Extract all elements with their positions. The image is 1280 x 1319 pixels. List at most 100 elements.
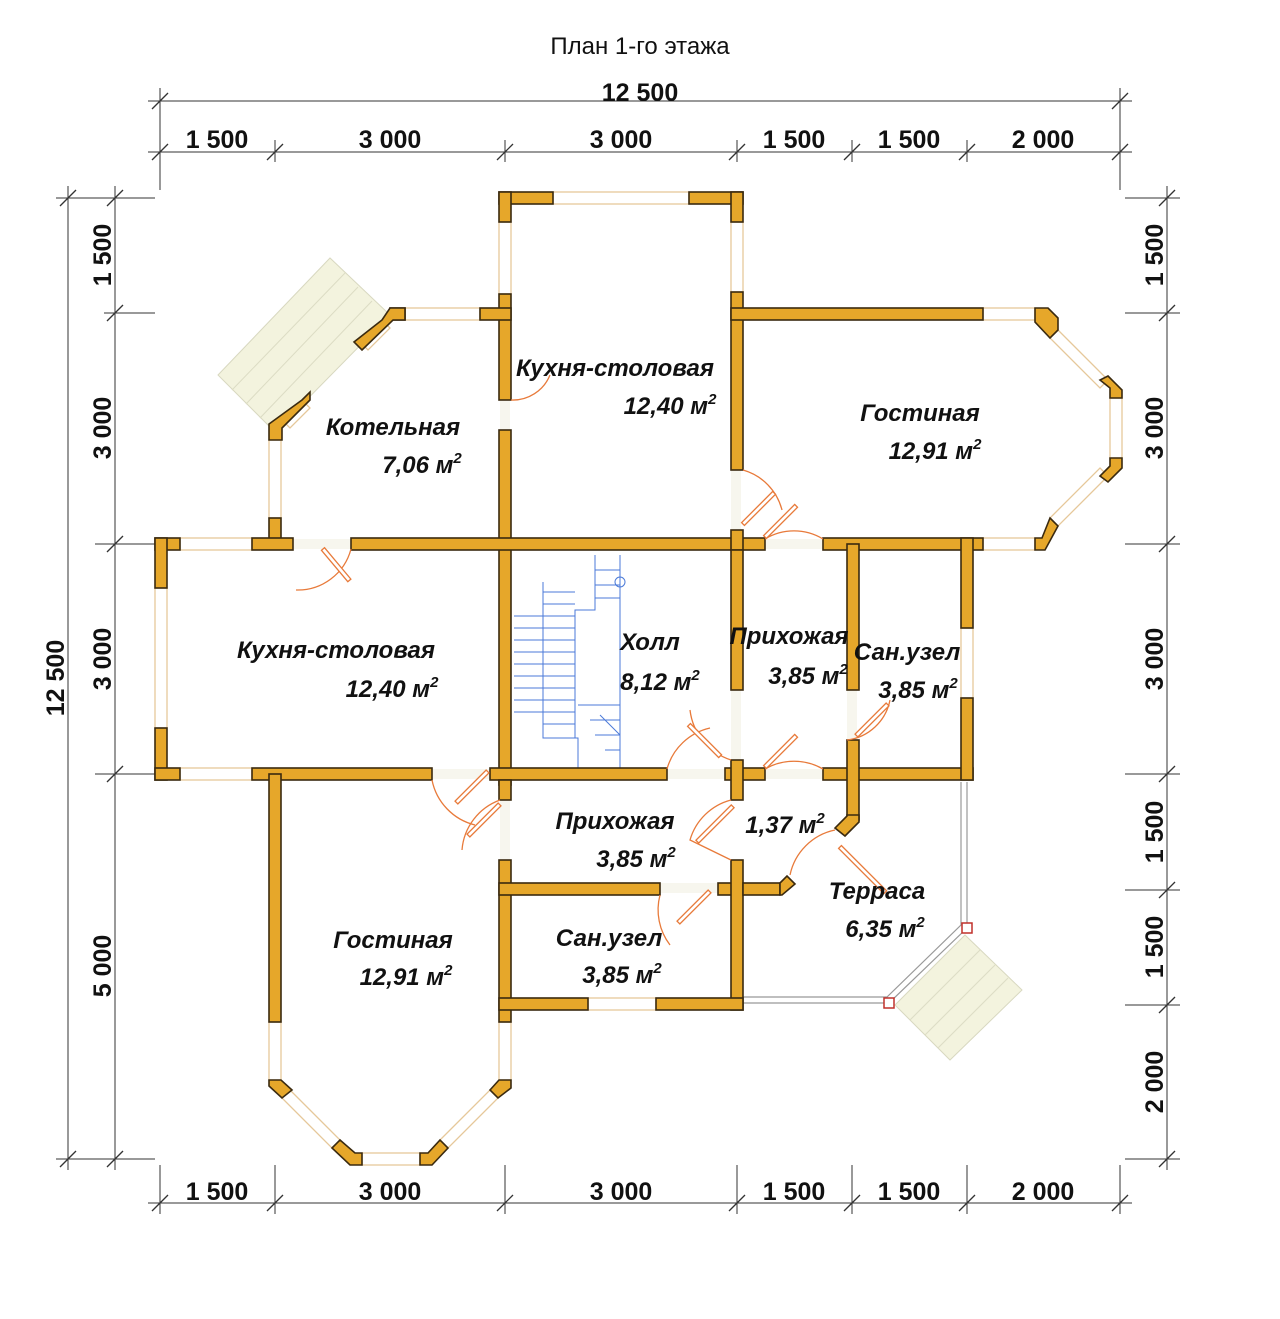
room-boiler: Котельная 7,06 м2 [326, 414, 463, 479]
wall-segment [352, 307, 406, 352]
wall-segment [822, 767, 974, 781]
room-area: 3,85 м [878, 677, 949, 704]
area-superscript: 2 [690, 667, 700, 684]
right-dimension-5: 1 500 [1141, 916, 1169, 979]
room-name: Котельная [326, 414, 460, 441]
wall-segment [779, 874, 797, 896]
bottom-dimension-4: 1 500 [763, 1178, 826, 1206]
wall-segment [730, 191, 744, 223]
room-area: 12,91 м [360, 964, 445, 991]
terrace-steps [894, 934, 1023, 1061]
right-dimension-3: 3 000 [1141, 628, 1169, 691]
right-dimensions: 1 500 3 000 3 000 1 500 1 500 2 000 [1125, 186, 1180, 1170]
wall-segment [154, 537, 168, 589]
top-dimension-5: 1 500 [878, 126, 941, 154]
top-dimensions: 12 500 1 500 3 000 3 000 1 500 1 500 2 0… [148, 79, 1132, 190]
room-name: Гостиная [860, 400, 980, 427]
porches [217, 257, 1023, 1061]
wall-segment [154, 767, 181, 781]
terrace-post-right [961, 922, 973, 934]
room-terrace: Терраса 6,35 м2 [829, 878, 926, 943]
walls [154, 191, 1123, 1166]
area-superscript: 2 [972, 436, 982, 453]
svg-text:1,37 м2: 1,37 м2 [745, 810, 825, 839]
room-bathroom-upper: Сан.узел 3,85 м2 [854, 639, 961, 704]
bottom-dimension-3: 3 000 [590, 1178, 653, 1206]
svg-text:3,85 м2: 3,85 м2 [596, 844, 676, 873]
bottom-dimension-1: 1 500 [186, 1178, 249, 1206]
top-dimension-6: 2 000 [1012, 126, 1075, 154]
plan-title: План 1-го этажа [550, 33, 730, 60]
room-hallway-lower: Прихожая 3,85 м2 [555, 808, 676, 873]
wall-segment [419, 1138, 450, 1166]
room-kitchen-left: Кухня-столовая 12,40 м2 [237, 637, 439, 703]
right-dimension-2: 3 000 [1141, 397, 1169, 460]
wall-segment [960, 697, 974, 781]
top-dimension-1: 1 500 [186, 126, 249, 154]
room-area: 6,35 м [845, 916, 916, 943]
svg-text:12,91 м2: 12,91 м2 [360, 962, 453, 991]
room-bathroom-lower: Сан.узел 3,85 м2 [556, 925, 663, 989]
wall-segment [498, 859, 512, 1023]
wall-segment [730, 549, 744, 691]
wall-segment [1098, 457, 1123, 484]
wall-segment [330, 1138, 363, 1166]
wall-segment [1098, 375, 1123, 399]
bottom-dimension-6: 2 000 [1012, 1178, 1075, 1206]
room-name: Прихожая [555, 808, 674, 835]
wall-segment [833, 814, 860, 838]
room-hallway-upper: Прихожая 3,85 м2 [729, 623, 848, 690]
svg-text:3,85 м2: 3,85 м2 [878, 675, 958, 704]
svg-text:3,85 м2: 3,85 м2 [582, 960, 662, 989]
wall-segment [1034, 516, 1059, 551]
svg-text:12,91 м2: 12,91 м2 [889, 436, 982, 465]
wall-segment [350, 537, 766, 551]
wall-segment [498, 882, 661, 896]
windows [154, 191, 1123, 1166]
area-superscript: 2 [666, 844, 676, 861]
room-name: Кухня-столовая [516, 355, 714, 382]
room-name: Терраса [829, 878, 925, 905]
wall-segment [730, 307, 984, 321]
wall-segment [960, 537, 974, 629]
left-dimension-4: 5 000 [89, 935, 117, 998]
top-dimension-4: 1 500 [763, 126, 826, 154]
room-area: 1,37 м [745, 812, 816, 839]
right-dimension-4: 1 500 [1141, 801, 1169, 864]
area-superscript: 2 [443, 962, 453, 979]
wall-segment [268, 390, 311, 441]
wall-segment [268, 773, 282, 1023]
wall-segment [730, 529, 744, 551]
room-name: Прихожая [729, 623, 848, 650]
right-dimension-6: 2 000 [1141, 1051, 1169, 1114]
wall-segment [498, 429, 512, 786]
top-dimension-3: 3 000 [590, 126, 653, 154]
doors [295, 374, 891, 946]
wall-segment [730, 859, 744, 1011]
wall-segment [498, 191, 512, 223]
room-area: 7,06 м [382, 452, 453, 479]
room-living-lower: Гостиная 12,91 м2 [333, 927, 453, 991]
room-area: 3,85 м [768, 663, 839, 690]
area-superscript: 2 [707, 391, 717, 408]
room-living-upper: Гостиная 12,91 м2 [860, 400, 982, 465]
wall-segment [251, 537, 294, 551]
wall-segment [846, 739, 860, 821]
overall-height-dimension: 12 500 [42, 640, 70, 716]
left-dimension-2: 3 000 [89, 397, 117, 460]
wall-segment [822, 537, 984, 551]
overall-width-dimension: 12 500 [602, 79, 678, 107]
area-superscript: 2 [429, 674, 439, 691]
terrace-post-bottom [883, 997, 895, 1009]
svg-text:7,06 м2: 7,06 м2 [382, 450, 462, 479]
wall-segment [498, 997, 589, 1011]
room-area: 12,40 м [624, 393, 709, 420]
room-name: Кухня-столовая [237, 637, 435, 664]
room-area: 8,12 м [620, 669, 691, 696]
svg-text:12,40 м2: 12,40 м2 [624, 391, 717, 420]
wall-segment [730, 291, 744, 471]
right-dimension-1: 1 500 [1141, 224, 1169, 287]
bottom-dimension-5: 1 500 [878, 1178, 941, 1206]
room-area: 12,40 м [346, 676, 431, 703]
